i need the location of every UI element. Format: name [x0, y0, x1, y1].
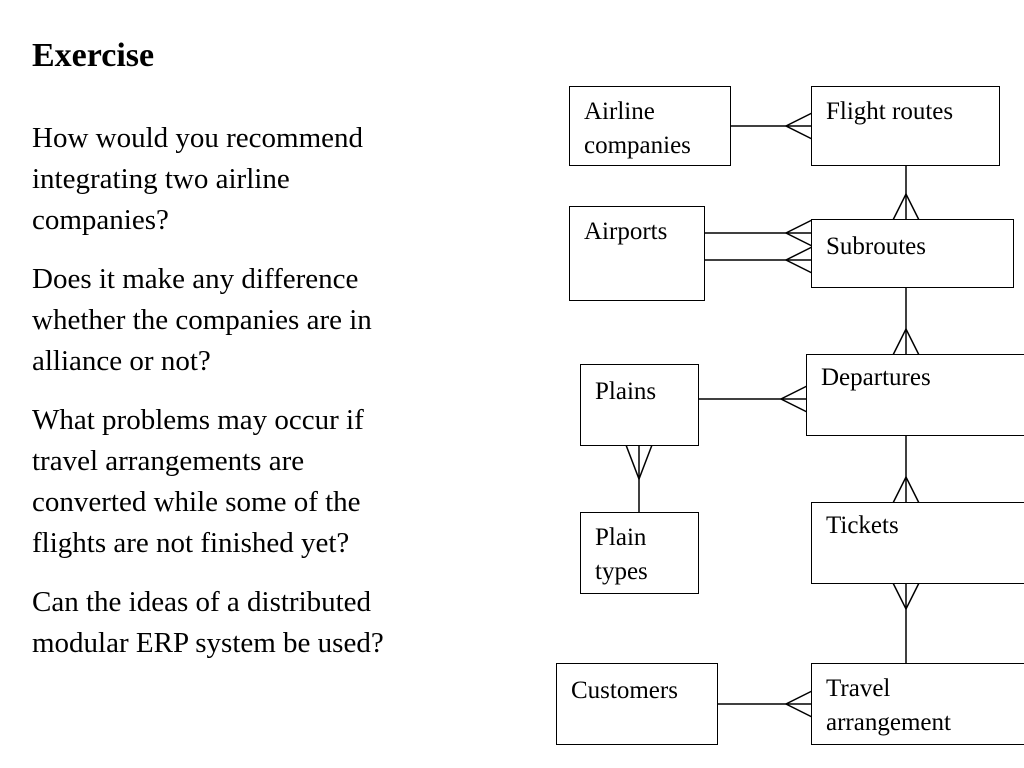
entity-subroutes: Subroutes	[811, 219, 1014, 288]
question-2: Does it make any difference whether the …	[32, 263, 372, 377]
link-departures-tickets	[892, 435, 920, 504]
slide-title: Exercise	[32, 37, 155, 74]
entity-tickets: Tickets	[811, 502, 1024, 584]
link-tickets-travel-arrangement	[892, 582, 920, 664]
link-airline-companies-flight-routes	[730, 112, 813, 140]
link-subroutes-departures	[892, 287, 920, 356]
question-3: What problems may occur if travel arrang…	[32, 404, 364, 559]
entity-plains: Plains	[580, 364, 699, 446]
entity-customers: Customers	[556, 663, 718, 745]
entity-airports: Airports	[569, 206, 705, 301]
entity-airline-companies: Airline companies	[569, 86, 731, 166]
link-airports-subroutes-2	[704, 246, 813, 274]
link-flight-routes-subroutes	[892, 165, 920, 221]
entity-travel-arrangement: Travel arrangement	[811, 663, 1024, 745]
link-plains-departures	[698, 385, 808, 413]
link-airports-subroutes-1	[704, 219, 813, 247]
question-4: Can the ideas of a distributed modular E…	[32, 586, 384, 659]
link-customers-travel-arrangement	[717, 690, 813, 718]
question-list: How would you recommend integrating two …	[32, 118, 502, 682]
entity-plain-types: Plain types	[580, 512, 699, 594]
entity-departures: Departures	[806, 354, 1024, 436]
link-plains-plain-types	[625, 444, 653, 513]
entity-flight-routes: Flight routes	[811, 86, 1000, 166]
question-1: How would you recommend integrating two …	[32, 122, 364, 236]
